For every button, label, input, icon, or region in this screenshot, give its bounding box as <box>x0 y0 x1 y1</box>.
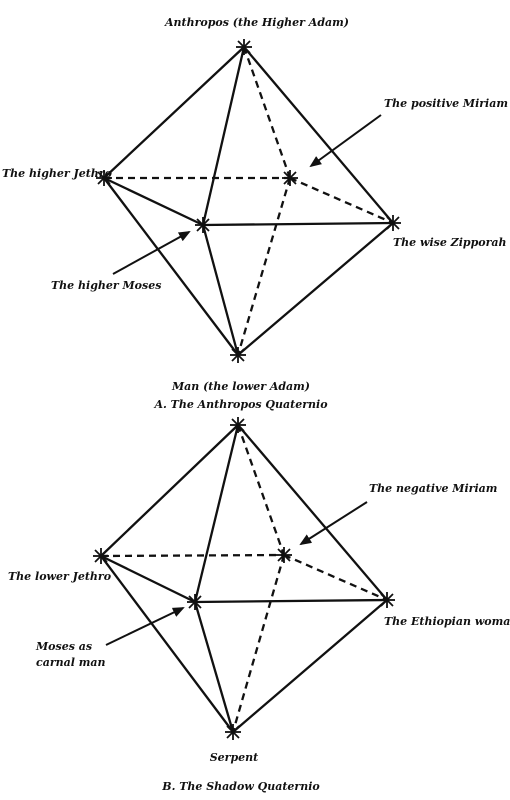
edge-top-front <box>193 423 240 604</box>
arrow-positive-miriam <box>309 114 382 168</box>
edge-front-right <box>193 598 389 604</box>
vertex-star-icon <box>236 39 252 55</box>
octahedron-a-vertices <box>96 39 401 363</box>
edge-left-back <box>100 553 285 558</box>
vertex-star-icon <box>187 594 203 610</box>
label-wise-zipporah: The wise Zipporah <box>393 236 507 249</box>
anthropos-quaternio-diagram: Anthropos (the Higher Adam) The higher J… <box>2 16 508 411</box>
edge-back-bottom <box>236 177 292 356</box>
label-negative-miriam: The negative Miriam <box>369 482 497 495</box>
label-lower-adam: Man (the lower Adam) <box>171 380 310 393</box>
edge-front-right <box>201 221 395 227</box>
label-lower-jethro: The lower Jethro <box>8 570 111 583</box>
edge-left-bottom <box>99 554 235 734</box>
label-anthropos: Anthropos (the Higher Adam) <box>164 16 349 29</box>
edge-top-back <box>242 46 292 179</box>
vertex-star-icon <box>282 170 298 186</box>
caption-shadow-quaternio: B. The Shadow Quaternio <box>161 780 319 793</box>
shadow-quaternio-diagram: The lower Jethro The negative Miriam The… <box>8 417 510 793</box>
edge-left-front <box>102 176 205 227</box>
edge-top-left <box>102 45 246 180</box>
vertex-star-icon <box>96 170 112 186</box>
label-serpent: Serpent <box>210 751 259 764</box>
label-higher-jethro: The higher Jethro <box>2 167 112 180</box>
label-ethiopian-woman: The Ethiopian woman <box>384 615 510 628</box>
label-moses-carnal-line1: Moses as <box>35 640 92 653</box>
edge-top-right <box>236 423 389 602</box>
label-moses-carnal-line2: carnal man <box>36 656 106 669</box>
vertex-star-icon <box>195 217 211 233</box>
edge-top-left <box>99 423 240 558</box>
edge-left-front <box>99 554 197 604</box>
edge-front-bottom <box>193 600 235 734</box>
edge-top-right <box>242 45 395 225</box>
vertex-star-icon <box>225 724 241 740</box>
arrow-carnal-moses <box>105 607 185 646</box>
octahedron-a-edges <box>102 45 395 357</box>
vertex-star-icon <box>385 215 401 231</box>
label-positive-miriam: The positive Miriam <box>384 97 508 110</box>
arrow-negative-miriam <box>299 501 368 546</box>
octahedron-b-edges <box>99 423 389 734</box>
edge-top-back <box>236 424 286 556</box>
octahedron-b-vertices <box>93 417 395 740</box>
vertex-star-icon <box>230 417 246 433</box>
arrow-higher-moses <box>112 231 191 275</box>
edge-back-right <box>289 176 394 225</box>
label-higher-moses: The higher Moses <box>51 279 161 292</box>
vertex-star-icon <box>93 548 109 564</box>
edge-right-bottom <box>231 598 389 734</box>
edge-left-bottom <box>102 176 240 357</box>
edge-back-right <box>283 553 388 602</box>
edge-top-front <box>201 45 246 227</box>
edge-back-bottom <box>231 554 286 733</box>
caption-anthropos-quaternio: A. The Anthropos Quaternio <box>153 398 327 411</box>
vertex-star-icon <box>276 547 292 563</box>
edge-front-bottom <box>201 223 240 357</box>
vertex-star-icon <box>379 592 395 608</box>
vertex-star-icon <box>230 347 246 363</box>
edge-right-bottom <box>236 221 395 357</box>
